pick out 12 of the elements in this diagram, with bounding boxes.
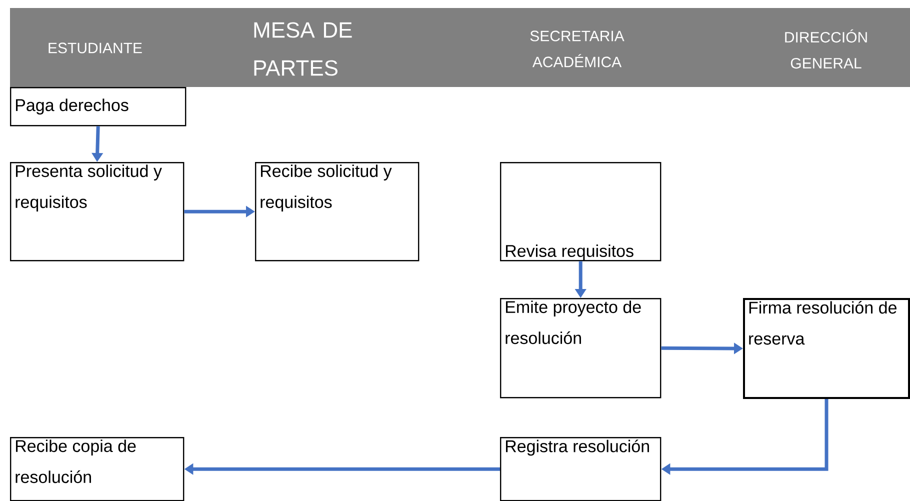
column-header: SECRETARIA ACADÉMICA [530,30,624,68]
process-box: Revisa requisitos [500,162,662,262]
process-box: Emite proyecto de resolución [500,298,662,398]
process-box: Firma resolución de reserva [743,298,910,399]
column-header: DIRECCIÓN GENERAL [785,29,867,69]
process-box: Registra resolución [500,437,662,501]
process-box: Presenta solicitud y requisitos [10,162,184,262]
column-header: ESTUDIANTE [48,42,142,54]
process-box: Paga derechos [10,87,186,126]
process-box: Recibe solicitud y requisitos [255,162,420,262]
process-box: Recibe copia de resolución [10,437,184,501]
column-header: MESA DE PARTES [254,22,352,76]
